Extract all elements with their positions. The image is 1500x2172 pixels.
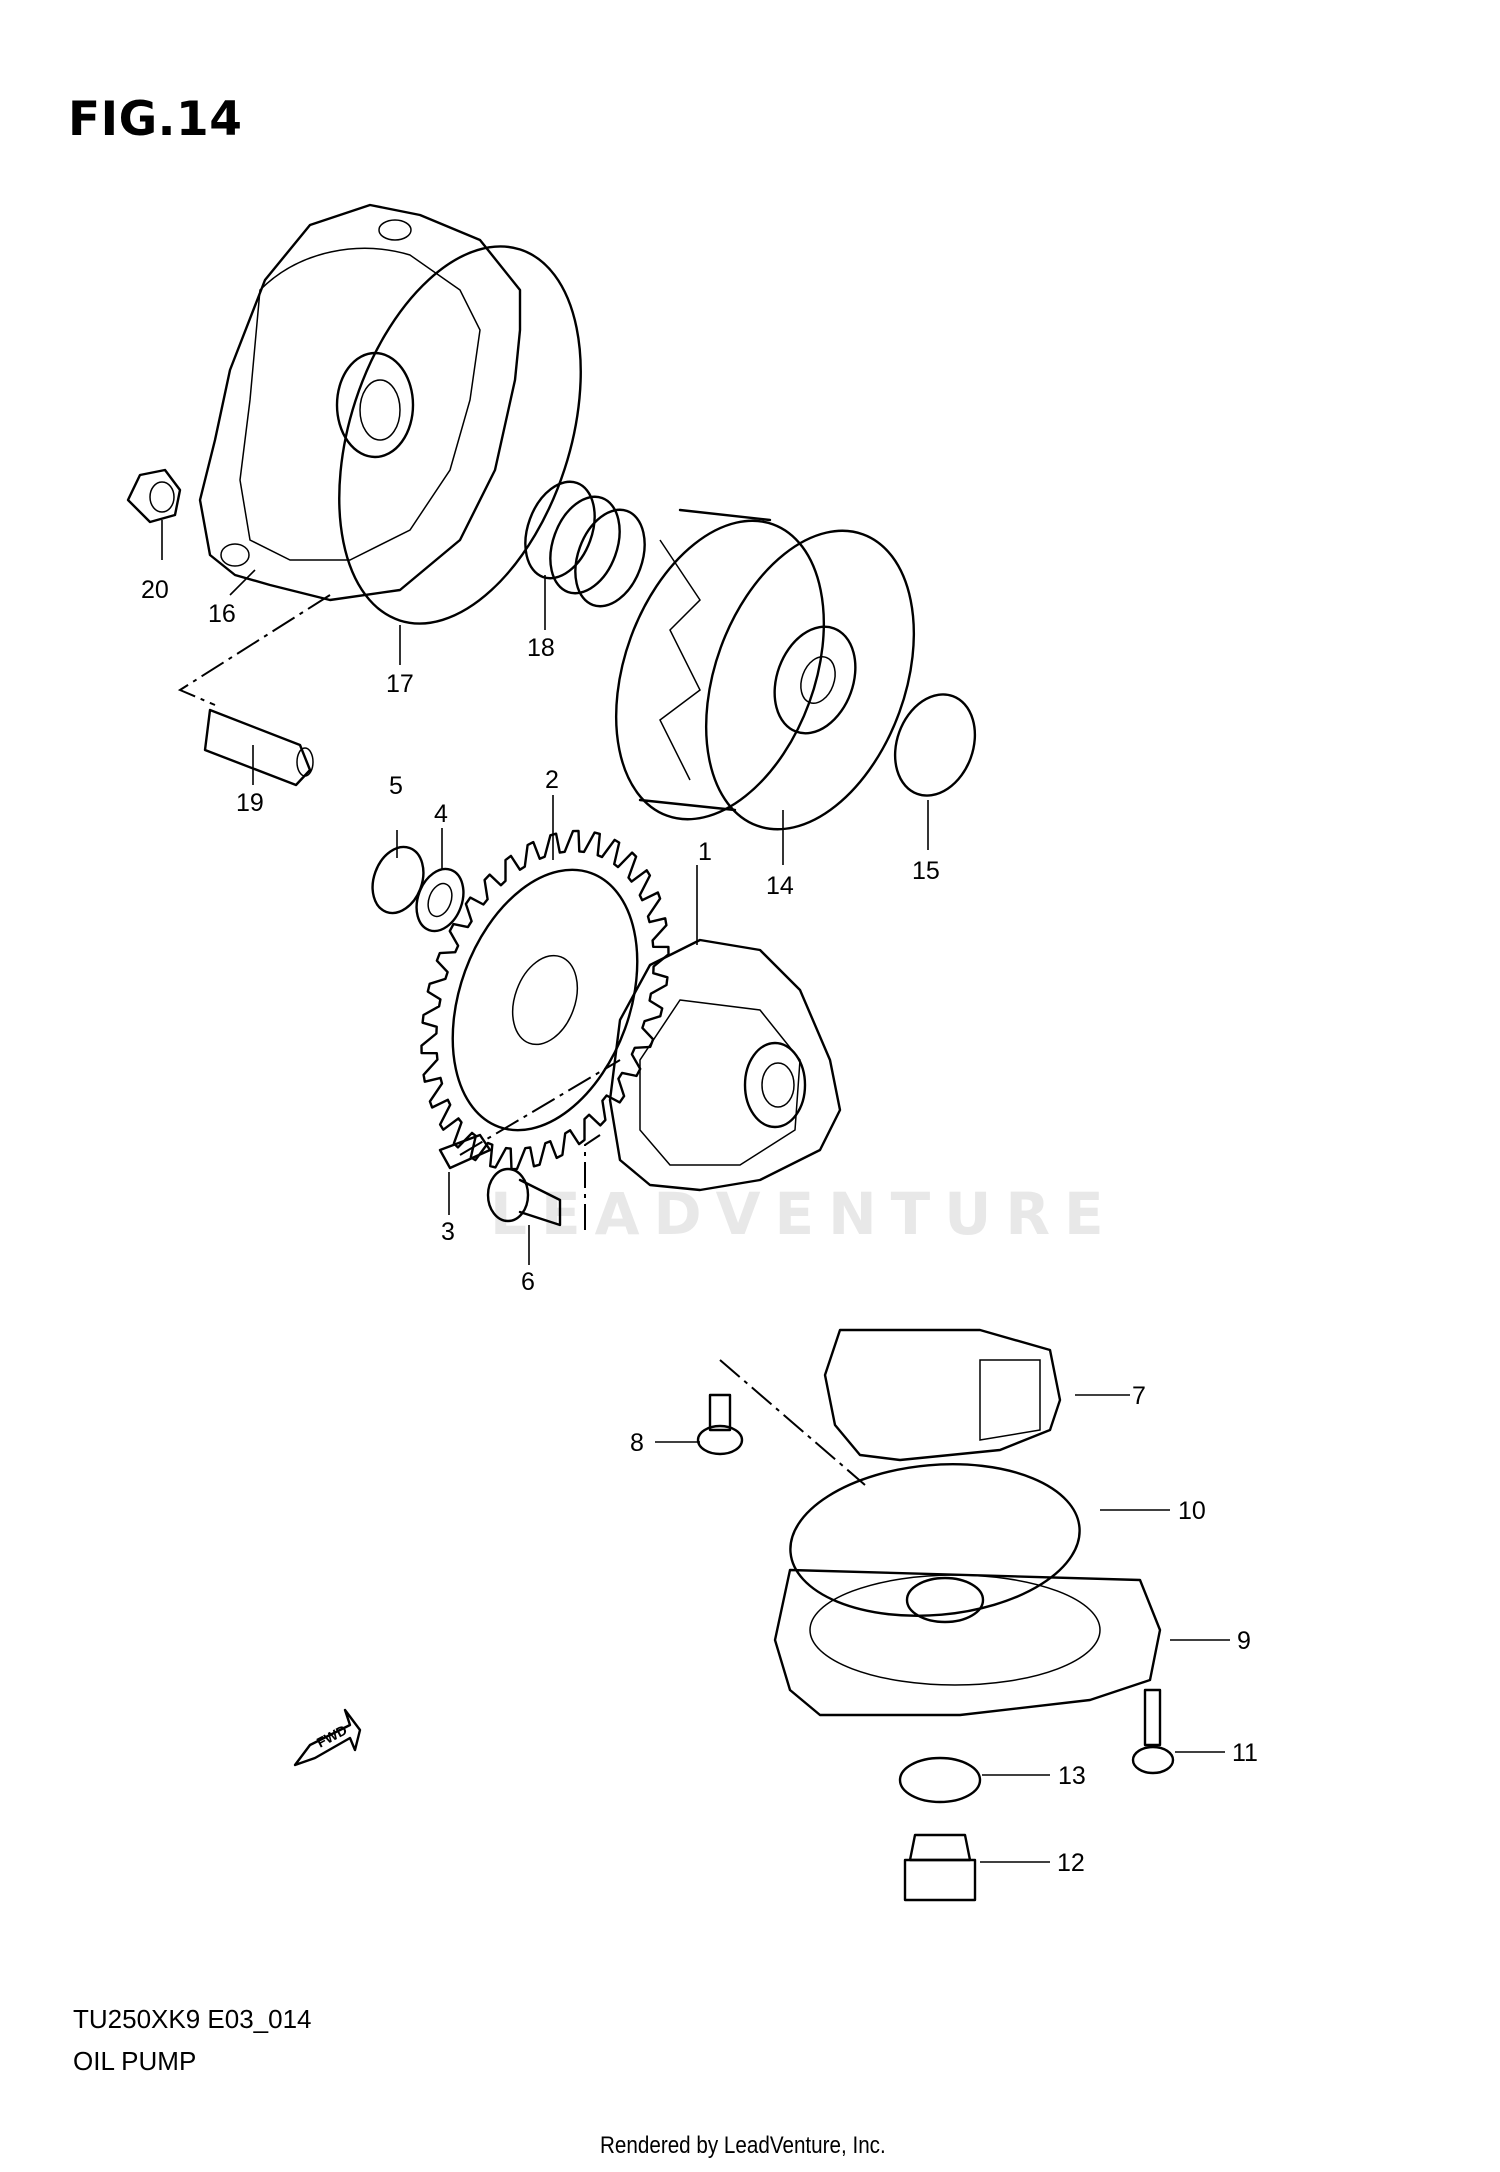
part-20-cap-nut[interactable] [126,468,182,524]
callout-6: 6 [521,1268,535,1296]
callout-2: 2 [545,766,559,794]
callout-3: 3 [441,1218,455,1246]
fwd-label: FWD [314,1722,350,1751]
callout-4: 4 [434,800,448,828]
part-19-stud[interactable] [203,708,314,787]
render-credit: Rendered by LeadVenture, Inc. [600,2132,886,2159]
callout-9: 9 [1237,1627,1251,1655]
part-11-bolt[interactable] [1131,1688,1175,1775]
part-14-oil-filter[interactable] [578,492,953,858]
part-15-o-ring[interactable] [882,683,989,807]
callout-20: 20 [141,576,169,604]
fwd-arrow-icon: FWD [293,1708,362,1767]
watermark: LEADVENTURE [490,1180,1118,1248]
assembly-line-bolt [584,1134,601,1230]
part-13-gasket[interactable] [898,1756,982,1804]
callout-10: 10 [1178,1497,1206,1525]
part-9-strainer-cap[interactable] [773,1568,1162,1717]
callout-1: 1 [698,838,712,866]
part-3-dowel-pin[interactable] [438,1133,492,1170]
part-4-washer[interactable] [408,862,471,937]
callout-17: 17 [386,670,414,698]
callout-15: 15 [912,857,940,885]
part-12-drain-plug[interactable] [903,1833,977,1902]
assembly-line-screw [719,1359,866,1486]
part-7-strainer-screen[interactable] [823,1328,1062,1462]
part-16-cover[interactable] [198,203,522,602]
part-1-pump-body[interactable] [608,938,842,1192]
model-code: TU250XK9 E03_014 [73,2004,312,2034]
part-17-o-ring[interactable] [295,216,625,655]
part-2-gear[interactable] [419,829,671,1171]
assembly-line-pin [459,1059,621,1156]
callout-11: 11 [1232,1739,1258,1767]
callout-7: 7 [1132,1382,1146,1410]
callout-13: 13 [1058,1762,1086,1790]
section-name: OIL PUMP [73,2046,197,2076]
part-8-screw[interactable] [696,1393,744,1456]
callout-5: 5 [389,772,403,800]
callout-8: 8 [630,1429,644,1457]
callout-18: 18 [527,634,555,662]
callout-19: 19 [236,789,264,817]
callout-12: 12 [1057,1849,1085,1877]
assembly-line-stud [177,594,331,706]
callout-16: 16 [208,600,236,628]
part-10-o-ring[interactable] [784,1453,1086,1628]
figure-title: FIG.14 [68,92,243,147]
part-18-spring[interactable] [513,472,657,616]
part-5-circlip[interactable] [364,840,432,920]
callout-14: 14 [766,872,794,900]
part-6-bolt[interactable] [486,1167,562,1227]
